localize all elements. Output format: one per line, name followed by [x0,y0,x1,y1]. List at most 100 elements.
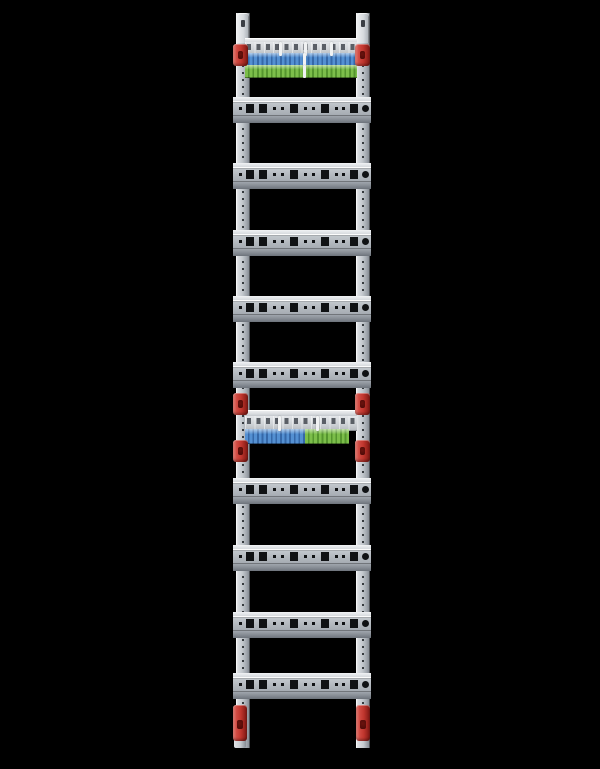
rail-top-cap [357,13,369,43]
perforation-hole [239,240,242,243]
perforation-hole [246,170,254,179]
perforation-hole [335,622,338,625]
perforation-hole [350,369,358,378]
perforation-hole [342,555,345,558]
cross-rail-web [233,483,371,496]
cross-rail-bottom-flange [233,691,371,699]
terminal-group-separator [330,42,333,56]
perforation-hole [362,370,369,377]
clamp-center-hole [360,51,365,59]
cross-rail-web [233,301,371,314]
perforation-hole [350,237,358,246]
terminal-row-blue-top [245,53,357,66]
perforation-hole [335,555,338,558]
perforation-hole [281,173,284,176]
perforation-hole [246,619,254,628]
perforation-hole [246,303,254,312]
perforation-hole [335,306,338,309]
perforation-hole [312,372,315,375]
perforation-hole [350,170,358,179]
foot-end-cap [234,739,246,748]
perforation-hole [290,303,298,312]
perforation-hole [259,237,267,246]
perforation-hole [304,306,307,309]
perforation-hole [342,622,345,625]
cross-rail [233,362,371,388]
perforation-hole [290,369,298,378]
perforation-hole [350,303,358,312]
terminal-group-separator [303,53,306,66]
cross-rail [233,163,371,189]
terminal-row-gray-top [245,42,357,56]
cap-slot-hole [361,20,365,27]
cross-rail-top-flange [233,673,371,678]
perforation-hole [304,372,307,375]
perforation-hole [321,303,329,312]
perforation-hole [342,107,345,110]
perforation-hole [281,306,284,309]
perforation-hole [273,306,276,309]
cross-rail-bottom-flange [233,248,371,256]
perforation-hole [273,107,276,110]
perforation-hole [239,306,242,309]
perforation-hole [273,622,276,625]
perforation-hole [350,552,358,561]
perforation-hole [246,104,254,113]
cross-rail-top-flange [233,97,371,102]
perforation-hole [362,681,369,688]
perforation-hole [350,485,358,494]
perforation-hole [304,240,307,243]
perforation-hole [273,372,276,375]
terminal-group-separator [316,416,319,431]
terminal-group-separator [278,416,281,431]
perforation-hole [342,173,345,176]
terminal-screw-dots [247,44,355,50]
perforation-hole [362,105,369,112]
cross-rail-top-flange [233,230,371,235]
fixing-clamp-red-middle [355,440,370,462]
foot-clamp-red [233,705,247,741]
perforation-hole [290,552,298,561]
perforation-hole [362,171,369,178]
perforation-hole [259,369,267,378]
cross-rail-web [233,617,371,630]
perforation-hole [342,240,345,243]
perforation-hole [281,372,284,375]
perforation-hole [304,173,307,176]
foot-end-cap [357,739,369,748]
perforation-hole [239,555,242,558]
fixing-clamp-red-middle [233,393,248,415]
terminal-screw-dots [247,418,355,424]
perforation-hole [342,683,345,686]
cross-rail-web [233,235,371,248]
clamp-center-hole [238,447,243,455]
perforation-hole [362,304,369,311]
terminal-row-green-top [245,65,357,78]
perforation-hole [342,488,345,491]
foot-center-hole [360,720,366,729]
perforation-hole [239,173,242,176]
rail-top-cap [237,13,249,43]
perforation-hole [321,552,329,561]
perforation-hole [273,173,276,176]
perforation-hole [259,303,267,312]
perforation-hole [290,485,298,494]
terminal-row-green-middle [305,429,349,444]
perforation-hole [273,555,276,558]
perforation-hole [290,619,298,628]
clamp-center-hole [360,447,365,455]
perforation-hole [273,240,276,243]
perforation-hole [259,104,267,113]
fixing-clamp-red-middle [233,440,248,462]
terminal-row-gray-middle [245,416,357,431]
perforation-hole [290,680,298,689]
perforation-hole [362,553,369,560]
perforation-hole [321,170,329,179]
cross-rail-top-flange [233,478,371,483]
perforation-hole [350,680,358,689]
perforation-hole [304,488,307,491]
perforation-hole [362,620,369,627]
perforation-hole [312,622,315,625]
perforation-hole [312,306,315,309]
cross-rail [233,478,371,504]
